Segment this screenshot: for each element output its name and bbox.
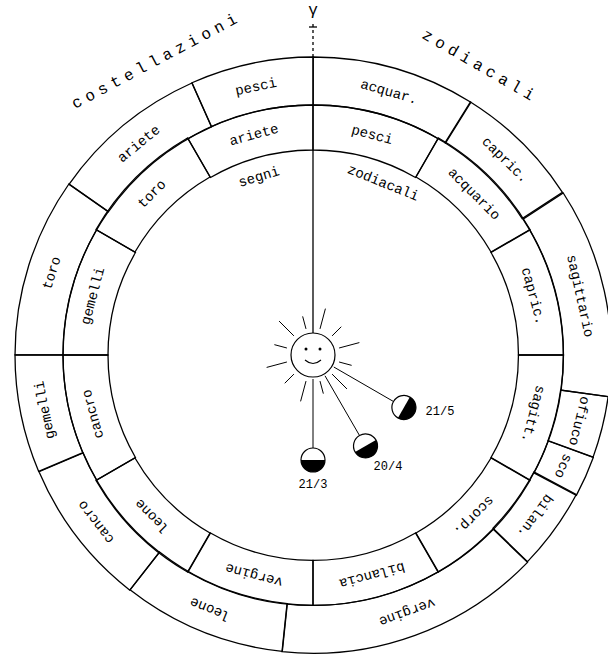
sign-name: vergine [224, 560, 284, 589]
sign-name: acquario [445, 165, 502, 222]
ring-title: costellazioni [69, 9, 244, 112]
segment-outline [491, 355, 563, 480]
segment-outline [63, 355, 135, 480]
zodiac-band-segment: gemelli [61, 228, 137, 357]
sign-name: ofiuco [566, 395, 592, 447]
vernal-point-line [309, 24, 317, 333]
sign-name: leone [188, 595, 232, 624]
sign-name: bilancia [338, 559, 407, 590]
earth-symbol [388, 391, 421, 424]
zodiac-band-segment: sagitt. [489, 353, 565, 482]
segment-outline [282, 529, 528, 653]
date-label: 21/5 [426, 406, 455, 418]
segment-outline [280, 527, 530, 655]
sign-name: leone [132, 496, 172, 536]
sign-name: toro [40, 254, 63, 290]
zodiac-band-segment: acquario [414, 136, 532, 254]
sign-name: capric. [518, 266, 547, 326]
sign-name: scorp. [451, 493, 497, 539]
segment-outline [15, 184, 108, 355]
sign-name: acquar. [358, 77, 418, 107]
sign-name: cancro [75, 498, 117, 547]
sign-name: gemelli [79, 266, 108, 326]
zodiac-band-segment: ariete [186, 103, 315, 179]
zodiac-band-segment: gemelli [13, 353, 85, 473]
zodiac-band-segment: capric. [443, 100, 564, 221]
sign-name: gemelli [32, 379, 57, 439]
ring-title: zodiacali [419, 27, 541, 107]
zodiac-band-segment: cancro [61, 353, 137, 482]
date-label: 21/3 [299, 479, 328, 491]
segment-outline [188, 533, 313, 605]
sign-name: cancro [80, 388, 107, 440]
segment-outline [192, 57, 313, 127]
vernal-point-symbol: γ [308, 3, 318, 19]
zodiac-band-segment: pesci [311, 103, 440, 179]
zodiac-band-segment: cancro [37, 451, 161, 592]
sign-name: pesci [234, 76, 278, 98]
zodiac-band-segment: leone [128, 550, 289, 653]
segment-outline [96, 458, 210, 572]
segment-outline [130, 552, 287, 651]
zodiac-band-segment: bilan. [491, 470, 578, 564]
segment-outline [39, 453, 159, 590]
sign-name: pesci [350, 123, 394, 147]
date-label: 20/4 [374, 461, 403, 473]
ring-title: segni [236, 164, 280, 190]
sign-name: sagitt. [518, 384, 547, 444]
zodiac-band-segment: ofiuco [546, 388, 608, 459]
ring-title: zodiacali [345, 162, 420, 203]
segment-outline [313, 57, 471, 143]
segment-outline [493, 472, 576, 562]
zodiac-band-segment: vergine [186, 531, 315, 607]
zodiac-band-segment: capric. [489, 228, 565, 357]
zodiac-band-segment: bilancia [311, 531, 440, 607]
zodiac-band-segment: scorp. [414, 456, 532, 574]
earth-symbol [301, 448, 325, 472]
zodiac-band-segment: leone [94, 456, 212, 574]
segment-outline [313, 105, 438, 177]
sign-name: capric. [479, 134, 531, 185]
segment-outline [416, 458, 530, 572]
sign-name: toro [135, 177, 169, 211]
zodiac-band-segment: sco [532, 439, 595, 497]
segment-outline [445, 102, 562, 219]
segment-outline [534, 440, 593, 494]
sign-name: bilan. [514, 492, 555, 541]
zodiac-band-segment: toro [94, 136, 212, 254]
segment-outline [416, 138, 530, 252]
sign-name: sagittario [565, 253, 597, 338]
sign-name: ariete [115, 122, 163, 165]
segment-outline [15, 355, 83, 471]
sign-name: ariete [228, 122, 280, 149]
segment-outline [313, 533, 438, 605]
sign-name: sco [552, 452, 575, 481]
sign-name: vergine [377, 596, 437, 629]
sun-earth-line [313, 367, 394, 448]
earth-symbol [349, 430, 382, 463]
segment-outline [491, 230, 563, 355]
zodiac-band-segment: vergine [280, 527, 530, 655]
zodiac-band-segment: pesci [190, 55, 315, 129]
sun-symbol [291, 333, 335, 377]
segment-outline [63, 230, 135, 355]
segment-outline [96, 138, 210, 252]
segment-outline [548, 390, 608, 457]
zodiac-band-segment: acquar. [311, 55, 473, 145]
segment-outline [188, 105, 313, 177]
